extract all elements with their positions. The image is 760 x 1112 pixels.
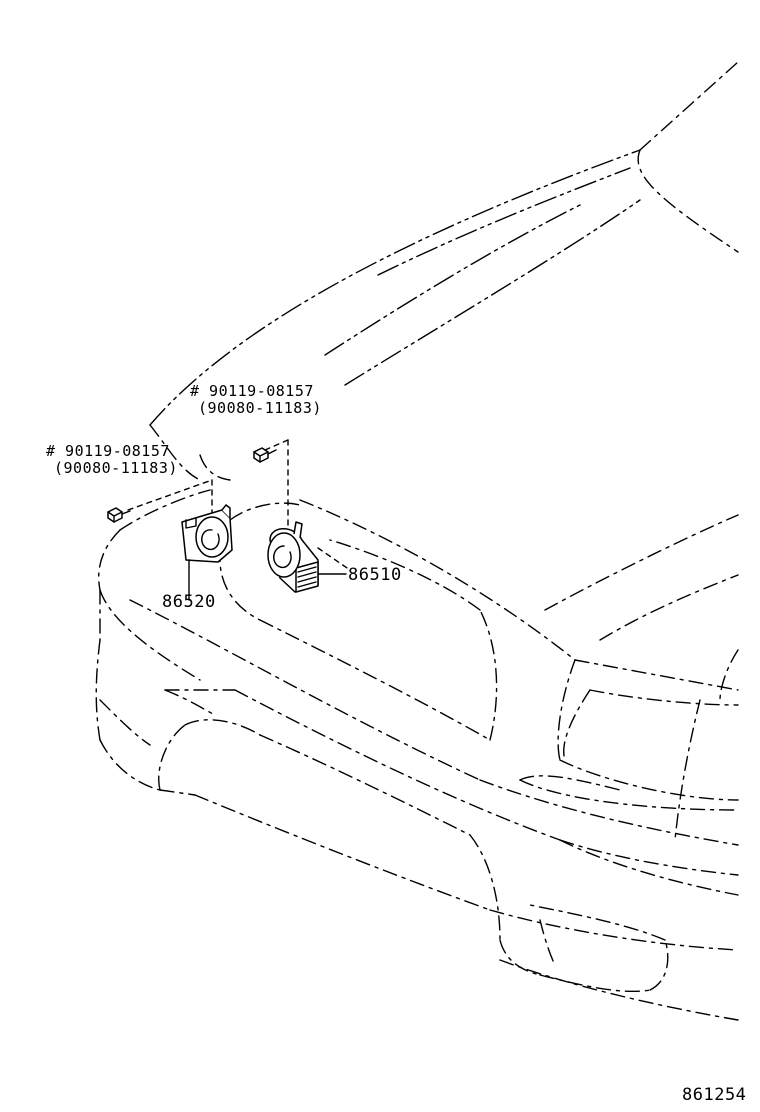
bolt-right-label: # 90119-08157 (90080-11183)	[190, 382, 322, 417]
horn-high-part-number: 86510	[348, 565, 402, 585]
bolt-right-part-number: # 90119-08157	[190, 382, 314, 400]
horn-low-icon	[181, 504, 233, 601]
diagram-id: 861254	[682, 1085, 746, 1105]
bolt-left-alt-number: (90080-11183)	[54, 459, 178, 477]
left-bolt	[107, 507, 131, 523]
right-bolt	[253, 447, 277, 463]
horn-low-part-number: 86520	[162, 592, 216, 612]
bolt-left-label: # 90119-08157 (90080-11183)	[46, 442, 178, 477]
horn-high-icon	[267, 521, 347, 593]
bolt-right-alt-number: (90080-11183)	[198, 399, 322, 417]
bolt-left-part-number: # 90119-08157	[46, 442, 170, 460]
vehicle-body-outline	[95, 61, 739, 1021]
